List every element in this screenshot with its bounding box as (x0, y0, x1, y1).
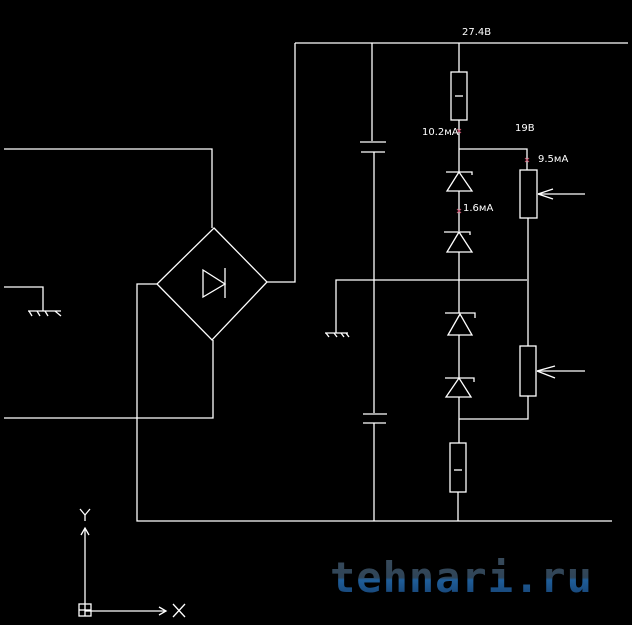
resistor-r2 (449, 442, 467, 493)
diode-bridge (156, 227, 268, 341)
zener-column (444, 43, 529, 521)
ground-icon (28, 310, 62, 317)
zener-diode-icon (445, 312, 476, 336)
output-voltage-label: 19В (515, 123, 535, 134)
watermark: tehnari.ru (330, 553, 593, 602)
input-wires (4, 148, 214, 419)
potentiometer-rp2 (519, 345, 585, 397)
supply-voltage-label: 27.4В (462, 27, 491, 38)
diode-icon (202, 268, 227, 299)
input-ground-wire (4, 286, 44, 311)
y-axis-glyph (79, 508, 91, 521)
pot-feed-wire (459, 148, 528, 170)
input-wire-bottom (4, 340, 214, 419)
zener-current-label: 1.6мА (463, 203, 493, 214)
measurement-markers (456, 128, 530, 214)
zener-diode-icon (444, 376, 475, 398)
middle-rail (335, 279, 527, 333)
pot-current-label: 9.5мА (538, 154, 568, 165)
ucs-icon (78, 508, 186, 618)
potentiometer-column (519, 169, 585, 397)
ground-icon (325, 332, 350, 338)
potentiometer-rp1 (519, 169, 585, 219)
x-axis-glyph (172, 603, 186, 618)
zener-diode-icon (445, 170, 474, 192)
resistor-current-label: 10.2мА (422, 127, 459, 138)
zener-diode-icon (444, 230, 474, 253)
capacitor-column (360, 43, 387, 521)
positive-wire (267, 43, 296, 283)
resistor-r1 (450, 71, 468, 121)
input-wire-top (4, 148, 213, 228)
